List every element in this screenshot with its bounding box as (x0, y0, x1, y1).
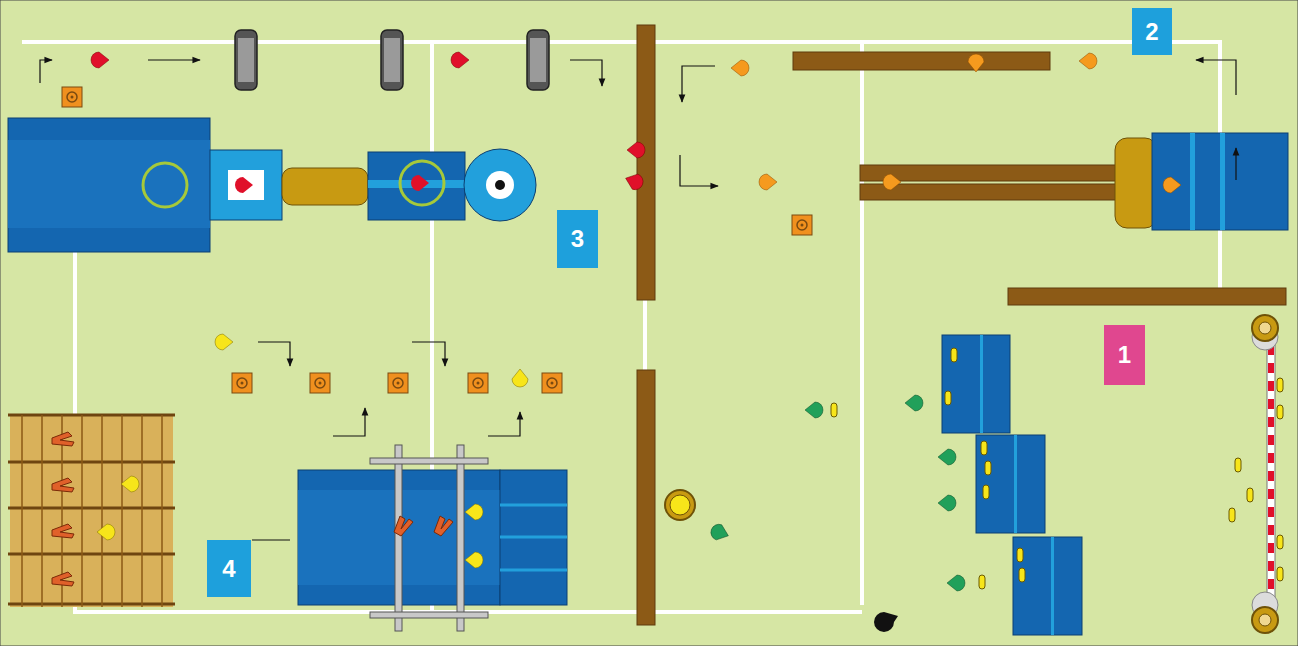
black-fruit (874, 612, 898, 632)
pallet-boxes (62, 87, 812, 393)
callout-number: 1 (1104, 325, 1145, 385)
crate-rack (8, 415, 175, 607)
callout-text: 1 (1118, 343, 1131, 367)
callout-text: 3 (571, 227, 584, 251)
packing-machine (298, 445, 567, 631)
callout-text: 2 (1145, 20, 1158, 44)
fruit-orange (731, 53, 1181, 193)
walls (637, 25, 1286, 625)
loose-fruit (831, 348, 1283, 589)
fruit-green (709, 395, 965, 591)
leader-line (252, 539, 290, 540)
fruit-basket (665, 490, 695, 520)
callout-number: 3 (557, 210, 598, 268)
bins (942, 335, 1082, 635)
callout-number: 2 (1132, 8, 1172, 55)
callout-text: 4 (222, 557, 235, 581)
trays (52, 432, 453, 586)
processing-line (8, 118, 536, 252)
fruit-red (91, 52, 645, 192)
flow-arrows (40, 60, 1236, 436)
callout-number: 4 (207, 540, 251, 597)
fruit-yellow (97, 334, 528, 568)
rollers (235, 30, 549, 90)
grader (1115, 133, 1288, 230)
barrier (1252, 315, 1278, 633)
